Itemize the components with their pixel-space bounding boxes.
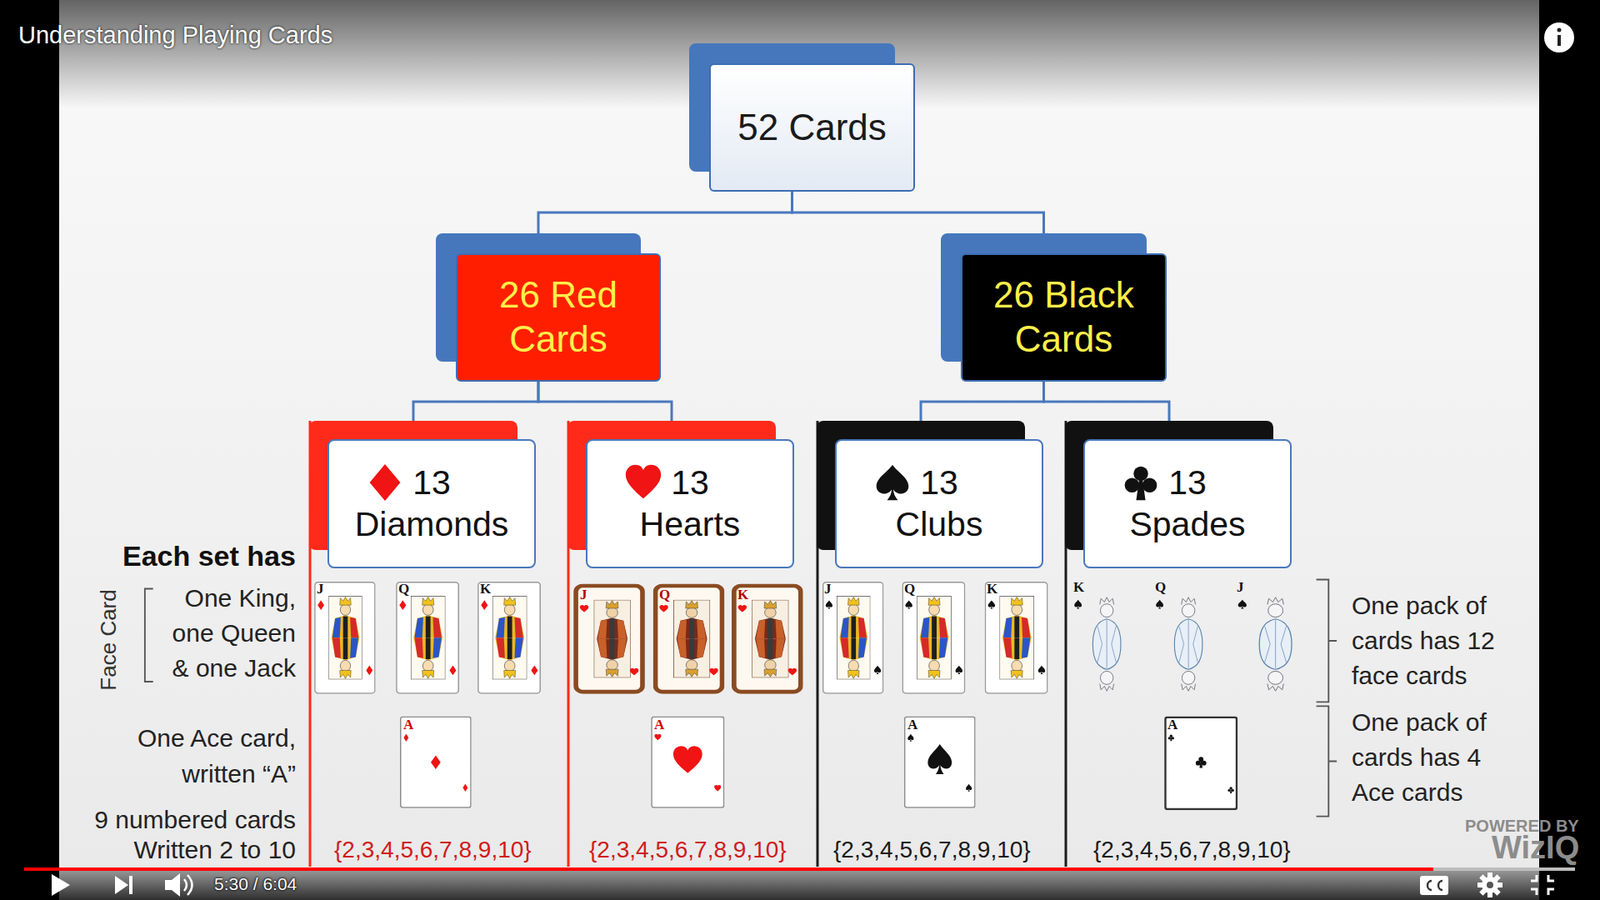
suit-symbol xyxy=(1125,466,1158,500)
side-note: One pack of cards has 4 Ace cards xyxy=(1351,705,1502,810)
face-card xyxy=(823,582,884,694)
ace-card xyxy=(1165,717,1237,810)
red-group-box: 26 Red Cards xyxy=(455,253,661,382)
root-box: 52 Cards xyxy=(709,63,915,192)
face-card xyxy=(478,582,540,694)
suit-box: 13 Hearts xyxy=(585,439,795,569)
card-index: J xyxy=(824,581,832,596)
card-index: Q xyxy=(1155,580,1166,595)
face-card xyxy=(985,582,1047,694)
volume-button xyxy=(165,873,193,897)
card-index: A xyxy=(654,717,665,732)
number-set: {2,3,4,5,6,7,8,9,10} xyxy=(589,836,787,864)
face-card xyxy=(902,582,965,694)
suit-symbol xyxy=(624,463,663,502)
card-index: J xyxy=(1236,580,1245,595)
card-index: J xyxy=(316,581,325,596)
node-text: 13 Hearts xyxy=(636,462,745,545)
suit-symbol xyxy=(873,463,912,502)
progress-played xyxy=(24,867,1434,871)
card-index: A xyxy=(1167,717,1178,732)
suit-symbol xyxy=(1121,463,1160,502)
card-index: Q xyxy=(398,581,410,596)
video-time: 5:30 / 6:04 xyxy=(214,874,297,895)
card-index: Q xyxy=(659,587,670,602)
row-note: 9 numbered cards Written 2 to 10 xyxy=(87,805,296,865)
suit-box: 13 Diamonds xyxy=(327,439,536,569)
face-card xyxy=(315,582,375,694)
video-title: Understanding Playing Cards xyxy=(18,21,333,50)
node-text: 13 Diamonds xyxy=(351,462,513,545)
node-text: 26 Black Cards xyxy=(980,273,1148,362)
node-text: 52 Cards xyxy=(737,105,887,150)
bracket xyxy=(1316,705,1337,816)
info-icon xyxy=(1544,22,1575,53)
brackets xyxy=(145,580,1337,817)
side-note: One pack of cards has 12 face cards xyxy=(1351,588,1502,694)
suit-box: 13 Clubs xyxy=(835,439,1044,569)
bracket xyxy=(145,589,154,682)
card-index: A xyxy=(907,717,918,732)
bracket xyxy=(1316,580,1337,703)
cards xyxy=(145,580,1337,817)
node-text: 26 Red Cards xyxy=(475,273,642,362)
card-index: K xyxy=(1073,580,1085,595)
card-index: K xyxy=(480,581,491,596)
number-set: {2,3,4,5,6,7,8,9,10} xyxy=(334,836,532,864)
suit-symbol xyxy=(876,465,910,500)
cc-button xyxy=(1420,875,1449,895)
next-button xyxy=(115,875,133,895)
row-heading: Each set has xyxy=(122,540,296,573)
watermark: WizIQ xyxy=(1491,831,1580,864)
face-card xyxy=(575,585,643,692)
face-card xyxy=(1074,597,1121,691)
progress-rest xyxy=(1433,867,1575,871)
suit-symbol xyxy=(625,465,661,499)
face-card xyxy=(734,585,801,692)
card-index: Q xyxy=(904,581,915,596)
suit-symbol xyxy=(365,463,405,502)
ace-card xyxy=(905,716,975,808)
node-text: 13 Spades xyxy=(1125,462,1250,545)
face-card xyxy=(396,582,459,694)
suit-box: 13 Spades xyxy=(1083,439,1292,569)
card-index: J xyxy=(580,587,588,602)
suit-symbol xyxy=(370,464,401,501)
face-card xyxy=(655,585,723,692)
row-note: One Ace card, written “A” xyxy=(129,720,296,792)
ace-card xyxy=(400,716,471,808)
black-group-box: 26 Black Cards xyxy=(960,253,1167,382)
card-index: K xyxy=(986,581,998,596)
number-set: {2,3,4,5,6,7,8,9,10} xyxy=(833,836,1031,864)
card-index: A xyxy=(403,717,414,732)
face-card xyxy=(1238,597,1292,691)
column-lines xyxy=(310,420,1066,867)
node-text: 13 Clubs xyxy=(892,462,987,545)
face-card xyxy=(1155,597,1203,691)
number-set: {2,3,4,5,6,7,8,9,10} xyxy=(1093,836,1291,864)
card-index: K xyxy=(737,587,749,602)
side-label: Face Card xyxy=(96,589,122,690)
row-note: One King, one Queen & one Jack xyxy=(158,580,296,686)
play-button xyxy=(51,874,70,896)
fullscreen-exit-button xyxy=(1530,875,1555,895)
ace-card xyxy=(651,716,725,808)
settings-gear xyxy=(1477,872,1503,898)
